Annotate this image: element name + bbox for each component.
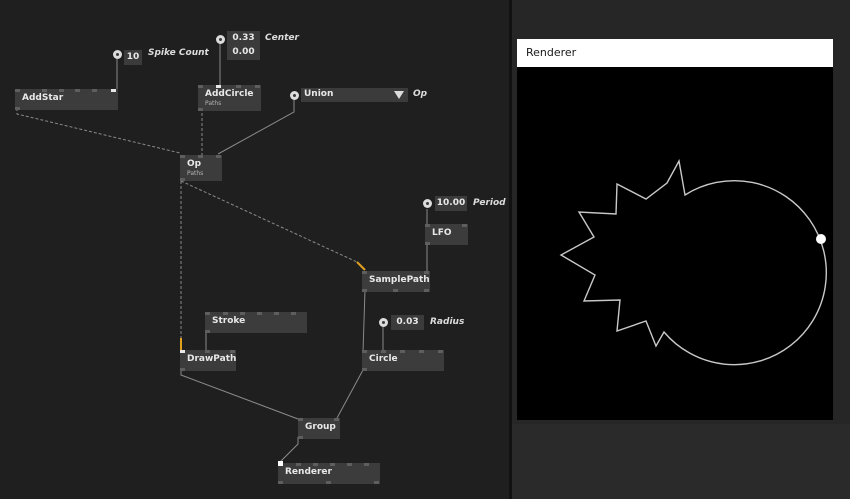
- renderer-panel[interactable]: Renderer: [517, 39, 833, 420]
- radius-knob[interactable]: [379, 318, 388, 327]
- period-value[interactable]: 10.00: [435, 196, 467, 211]
- rendered-sample-point: [816, 234, 826, 244]
- wire-circle-group: [336, 369, 364, 419]
- radius-label: Radius: [430, 317, 465, 327]
- center-x-value[interactable]: 0.33: [227, 31, 260, 46]
- node-addcircle[interactable]: AddCircle Paths: [198, 85, 261, 111]
- chevron-down-icon: [394, 91, 404, 99]
- center-y-value[interactable]: 0.00: [227, 45, 260, 60]
- spike-count-value[interactable]: 10: [124, 50, 142, 65]
- op-select[interactable]: Union: [301, 88, 408, 102]
- output-marker: [278, 461, 283, 466]
- panel-divider[interactable]: [509, 0, 512, 499]
- node-op-sub: Paths: [187, 170, 204, 177]
- wire-layer: [16, 43, 428, 464]
- node-addcircle-sub: Paths: [205, 100, 222, 107]
- node-op[interactable]: Op Paths: [180, 155, 222, 181]
- radius-value[interactable]: 0.03: [391, 315, 424, 330]
- node-drawpath-label: DrawPath: [187, 354, 237, 364]
- spike-count-knob[interactable]: [113, 50, 122, 59]
- node-op-label: Op: [187, 159, 202, 169]
- right-panel-footer: [512, 424, 850, 499]
- op-select-value: Union: [304, 89, 334, 99]
- wire-samplepath-circle: [362, 289, 366, 353]
- node-addstar-label: AddStar: [22, 93, 64, 103]
- patch-canvas[interactable]: 10 Spike Count 0.33 0.00 Center Union Op…: [0, 0, 509, 499]
- op-knob[interactable]: [290, 91, 299, 100]
- node-circle[interactable]: Circle: [362, 350, 444, 371]
- wire-drawpath-group: [180, 370, 299, 420]
- node-stroke[interactable]: Stroke: [205, 312, 307, 333]
- node-drawpath[interactable]: DrawPath: [180, 350, 236, 371]
- node-group[interactable]: Group: [298, 418, 340, 439]
- node-renderer-label: Renderer: [285, 467, 332, 477]
- node-lfo-label: LFO: [432, 228, 452, 238]
- rendered-star-circle-path: [559, 158, 827, 366]
- wire-op-samplepath-active: [356, 261, 366, 271]
- renderer-header: Renderer: [517, 39, 833, 67]
- wire-group-renderer: [278, 437, 299, 464]
- node-lfo[interactable]: LFO: [425, 224, 468, 245]
- node-renderer[interactable]: Renderer: [278, 463, 380, 484]
- period-knob[interactable]: [423, 199, 432, 208]
- wire-op-samplepath: [180, 180, 358, 263]
- node-samplepath[interactable]: SamplePath: [362, 271, 430, 292]
- renderer-viewport[interactable]: [517, 67, 833, 420]
- wire-union-op: [217, 100, 295, 155]
- center-label: Center: [265, 33, 299, 43]
- center-knob[interactable]: [216, 35, 225, 44]
- spike-count-label: Spike Count: [148, 48, 209, 58]
- renderer-title: Renderer: [526, 46, 577, 59]
- op-param-label: Op: [413, 89, 428, 99]
- node-samplepath-label: SamplePath: [369, 275, 430, 285]
- node-stroke-label: Stroke: [212, 316, 246, 326]
- node-addcircle-label: AddCircle: [205, 89, 254, 99]
- period-label: Period: [473, 198, 506, 208]
- node-circle-label: Circle: [369, 354, 398, 364]
- node-group-label: Group: [305, 422, 336, 432]
- wire-addstar-op: [16, 108, 181, 154]
- node-addstar[interactable]: AddStar: [15, 89, 118, 110]
